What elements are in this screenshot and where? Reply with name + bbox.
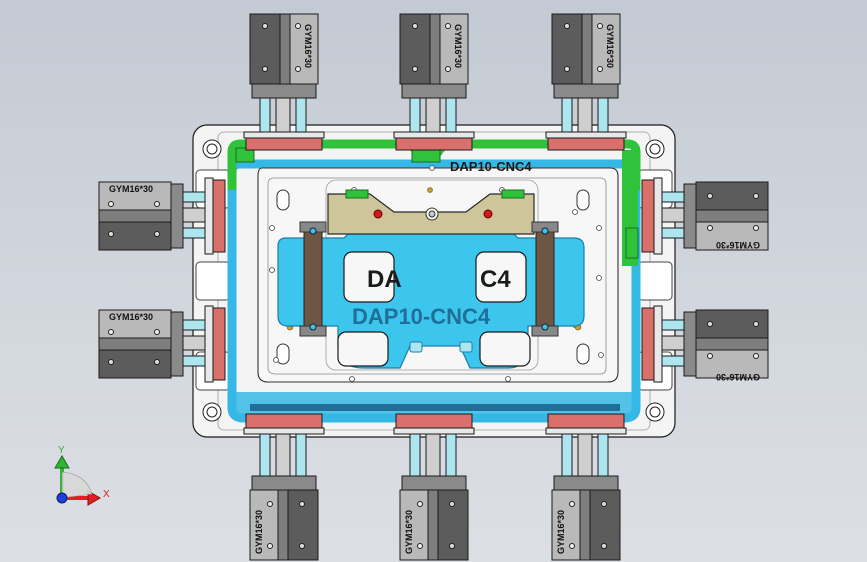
mounting-hole-top-left — [202, 139, 222, 159]
cylinder-right-2[interactable]: GYM16*30 — [641, 305, 769, 383]
cylinder-top-1[interactable]: GYM16*30 — [243, 13, 325, 151]
mounting-hole-top-right — [645, 139, 665, 159]
cylinder-label: GYM16*30 — [254, 510, 264, 554]
axis-label-y: Y — [58, 445, 65, 456]
cylinder-label: GYM16*30 — [556, 510, 566, 554]
cylinder-top-3[interactable]: GYM16*30 — [545, 13, 627, 151]
part-label: DAP10-CNC4 — [352, 304, 491, 329]
green-clamp-frame — [227, 139, 641, 266]
fixture-title: DAP10-CNC4 — [450, 159, 532, 174]
cylinder-top-2[interactable]: GYM16*30 — [393, 13, 475, 151]
cyan-workpiece: DA C4 DAP10-CNC4 — [277, 229, 585, 369]
brown-clamp-block-left — [299, 221, 327, 337]
cylinder-bottom-1[interactable]: GYM16*30 — [243, 413, 325, 561]
tan-locating-block — [327, 189, 535, 235]
cylinder-label: GYM16*30 — [109, 184, 153, 194]
cylinder-bottom-3[interactable]: GYM16*30 — [545, 413, 627, 561]
cylinder-label: GYM16*30 — [716, 372, 760, 382]
cylinder-left-1[interactable]: GYM16*30 — [98, 177, 226, 255]
coordinate-triad: Y X — [54, 445, 110, 506]
part-label-fragment-left: DA — [367, 266, 402, 293]
brown-clamp-block-right — [531, 221, 559, 337]
part-label-fragment-right: C4 — [480, 266, 511, 293]
mounting-hole-bottom-right — [645, 402, 665, 422]
cylinder-right-1[interactable]: GYM16*30 — [641, 177, 769, 255]
cylinder-label: GYM16*30 — [605, 24, 615, 68]
cylinder-label: GYM16*30 — [716, 240, 760, 250]
mounting-hole-bottom-left — [202, 402, 222, 422]
cylinder-label: GYM16*30 — [109, 312, 153, 322]
cylinder-left-2[interactable]: GYM16*30 — [98, 305, 226, 383]
axis-label-x: X — [103, 489, 110, 500]
cylinder-label: GYM16*30 — [303, 24, 313, 68]
cylinder-bottom-2[interactable]: GYM16*30 — [393, 413, 475, 561]
blue-locating-frame — [227, 159, 641, 423]
cylinder-label: GYM16*30 — [453, 24, 463, 68]
cylinder-label: GYM16*30 — [404, 510, 414, 554]
